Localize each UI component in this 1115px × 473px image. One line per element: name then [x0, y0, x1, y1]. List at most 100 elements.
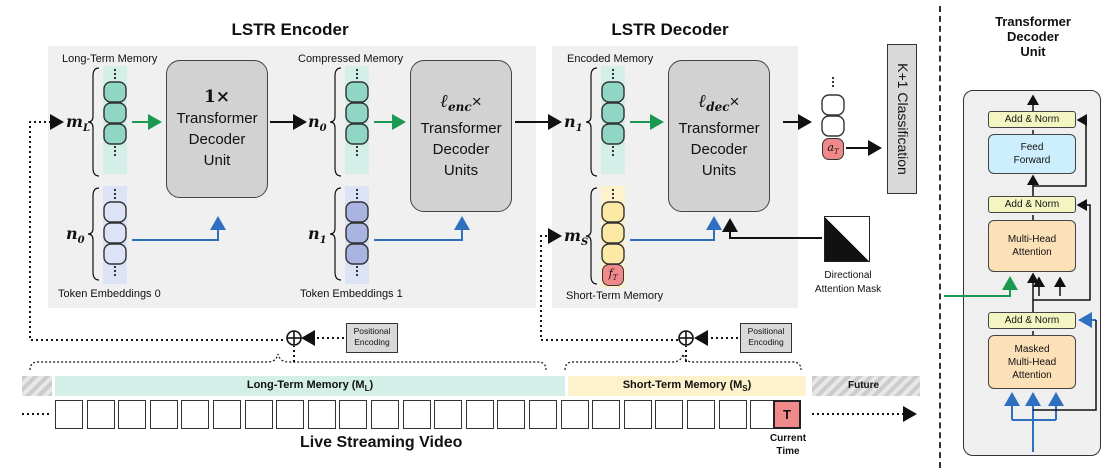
decoder-unit: ℓdec× Transformer Decoder Units	[668, 60, 770, 212]
video-frame	[149, 400, 178, 429]
dec-times: ×	[729, 92, 740, 111]
ellipsis-dot	[113, 153, 117, 157]
video-frame	[497, 400, 526, 429]
video-frame	[718, 400, 747, 429]
ellipsis-dot	[355, 273, 359, 277]
ellipsis-dot	[611, 188, 615, 192]
unit1-line1: Transformer	[176, 110, 258, 127]
mask-label-1: Directional	[824, 270, 872, 281]
braces	[29, 67, 802, 371]
ellipsis-dot	[611, 196, 615, 200]
video-frame	[529, 400, 557, 429]
current-frame: T	[773, 400, 801, 429]
token	[821, 94, 845, 116]
ellipsis-dot	[611, 68, 615, 72]
n-1-symbol-dec: n1	[564, 112, 583, 135]
n-1-symbol-mid: n1	[308, 224, 327, 247]
ellipsis-dot	[113, 192, 117, 196]
video-frame	[371, 400, 399, 429]
separator	[939, 6, 941, 468]
future-label: Future	[848, 380, 880, 391]
ellipsis-dot	[611, 76, 615, 80]
ellipsis-dot	[113, 68, 117, 72]
oplus-icons	[286, 330, 694, 346]
future-band	[812, 376, 920, 396]
encoder-unit-1: 1× Transformer Decoder Unit	[166, 60, 268, 198]
ellipsis-dot	[113, 273, 117, 277]
enc-ell: ℓ	[440, 91, 449, 112]
current-time-1: Current	[769, 433, 807, 444]
ellipsis-dot	[355, 153, 359, 157]
ellipsis-dot	[113, 145, 117, 149]
long-term-memory-label: Long-Term Memory	[62, 53, 158, 65]
token	[601, 102, 625, 124]
ellipsis-dot	[355, 192, 359, 196]
token	[103, 123, 127, 145]
token	[345, 201, 369, 223]
token	[345, 243, 369, 265]
unit1-line2: Decoder	[188, 131, 246, 148]
add-norm-top: Add & Norm	[988, 111, 1076, 128]
a-T-token: aT	[822, 138, 844, 160]
token	[103, 243, 127, 265]
enc-sub: enc	[448, 100, 472, 114]
video-frame	[86, 400, 115, 429]
short-term-memory-label: Short-Term Memory	[566, 290, 664, 302]
ellipsis-dot	[355, 269, 359, 273]
f-T-token: fT	[602, 264, 624, 286]
ellipsis-dot	[113, 188, 117, 192]
video-frame	[55, 400, 83, 429]
token	[103, 201, 127, 223]
mask-label-2: Attention Mask	[814, 284, 882, 295]
dec-line1: Transformer	[678, 120, 760, 137]
video-frame	[181, 400, 210, 429]
decoder-title: LSTR Decoder	[611, 20, 729, 39]
video-frame	[213, 400, 241, 429]
video-frame	[560, 400, 589, 429]
token-embeddings-0-label: Token Embeddings 0	[58, 288, 161, 300]
video-frame	[402, 400, 431, 429]
dec-line3: Units	[701, 162, 737, 179]
unit1-line3: Unit	[203, 152, 231, 169]
dec-line2: Decoder	[690, 141, 748, 158]
token	[345, 222, 369, 244]
short-term-band	[568, 376, 806, 396]
video-frame	[434, 400, 463, 429]
long-term-band-label: Long-Term Memory (ML)	[246, 379, 374, 394]
unit2-line3: Units	[443, 162, 479, 179]
token	[345, 123, 369, 145]
ellipsis-dot	[611, 153, 615, 157]
m-S-symbol: mS	[564, 226, 589, 249]
video-frame	[244, 400, 273, 429]
token	[345, 81, 369, 103]
ellipsis-dot	[355, 196, 359, 200]
ellipsis-dot	[611, 145, 615, 149]
n-0-symbol-left: n0	[66, 224, 85, 247]
ellipsis-dot	[611, 192, 615, 196]
ellipsis-dot	[831, 84, 835, 88]
video-frame	[307, 400, 336, 429]
unit1-count: 1×	[203, 87, 231, 107]
video-frame	[592, 400, 621, 429]
unit2-line1: Transformer	[420, 120, 502, 137]
ellipsis-dot	[113, 196, 117, 200]
token	[103, 102, 127, 124]
ellipsis-dot	[355, 72, 359, 76]
token	[601, 243, 625, 265]
video-frame	[687, 400, 715, 429]
unit2-line2: Decoder	[432, 141, 490, 158]
token	[345, 102, 369, 124]
encoder-unit-2: ℓenc× Transformer Decoder Units	[410, 60, 512, 212]
ellipsis-dot	[355, 76, 359, 80]
long-term-band	[55, 376, 565, 396]
video-frame	[655, 400, 684, 429]
ellipsis-dot	[355, 149, 359, 153]
ellipsis-dot	[831, 76, 835, 80]
add-norm-bottom: Add & Norm	[988, 312, 1076, 329]
dec-ell: ℓ	[698, 91, 707, 112]
